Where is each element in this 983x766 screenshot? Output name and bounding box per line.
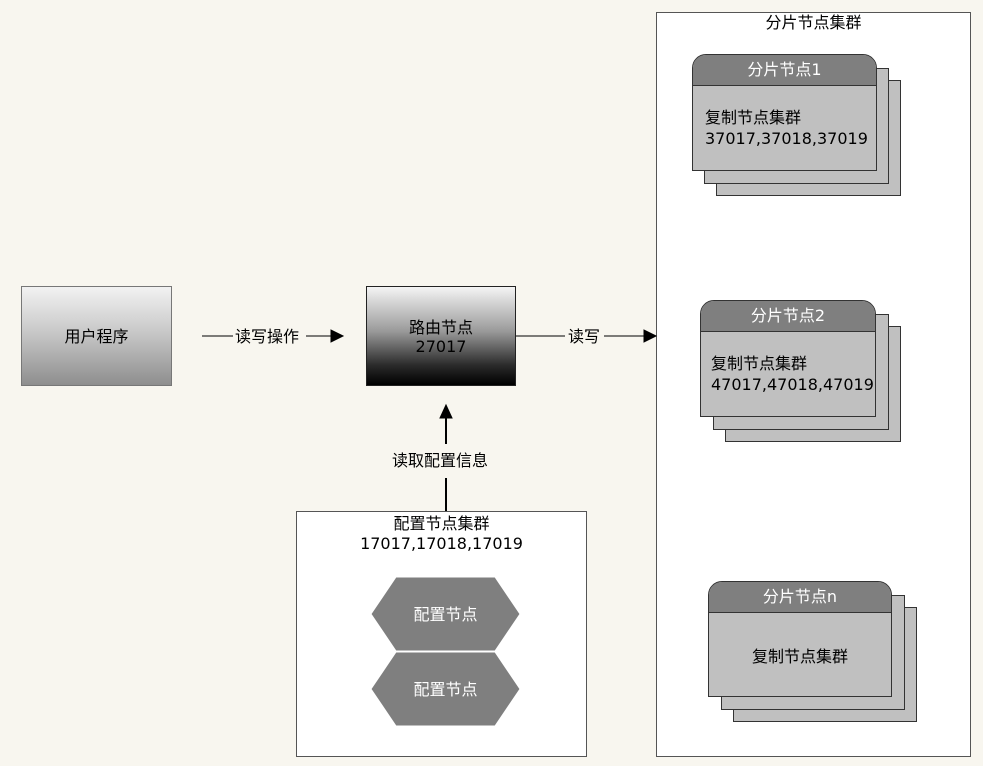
edge-label-router-to-shards: 读写 [568,327,601,346]
shard-2-card: 分片节点2 复制节点集群 47017,47018,47019 [700,300,876,417]
edge-label-user-to-router: 读写操作 [235,327,300,346]
config-node-2-label: 配置节点 [413,680,478,699]
config-node-shapes [370,576,521,727]
shard-1-body: 复制节点集群 37017,37018,37019 [705,107,868,149]
shard-1-body-label: 复制节点集群 [705,108,802,127]
config-node-1-label: 配置节点 [413,605,478,624]
shard-1-ports: 37017,37018,37019 [705,129,868,148]
shard-cluster-title: 分片节点集群 [765,13,862,32]
edge-config-to-router [439,403,453,511]
shard-2-ports: 47017,47018,47019 [711,375,874,394]
shard-n-body-label: 复制节点集群 [751,647,848,666]
edge-user-to-router [202,329,345,343]
shard-n-name: 分片节点n [709,582,891,613]
edge-router-to-shards [516,329,658,343]
router-title: 路由节点 [408,318,473,337]
shard-1-card: 分片节点1 复制节点集群 37017,37018,37019 [692,54,877,171]
shard-n-card: 分片节点n 复制节点集群 [708,581,892,697]
shard-2-body: 复制节点集群 47017,47018,47019 [711,353,874,395]
config-node-2-shape [370,651,521,727]
shard-2-body-label: 复制节点集群 [711,354,808,373]
edge-label-config-to-router: 读取配置信息 [392,451,489,470]
user-program-node: 用户程序 [21,286,172,386]
config-node-1-shape [370,576,521,652]
shard-1-name: 分片节点1 [693,55,876,86]
router-port: 27017 [415,337,467,356]
user-program-label: 用户程序 [64,326,129,346]
router-node: 路由节点 27017 [366,286,516,386]
shard-2-name: 分片节点2 [701,301,875,332]
config-cluster-ports: 17017,17018,17019 [360,534,523,553]
config-cluster-title: 配置节点集群 [393,514,490,533]
